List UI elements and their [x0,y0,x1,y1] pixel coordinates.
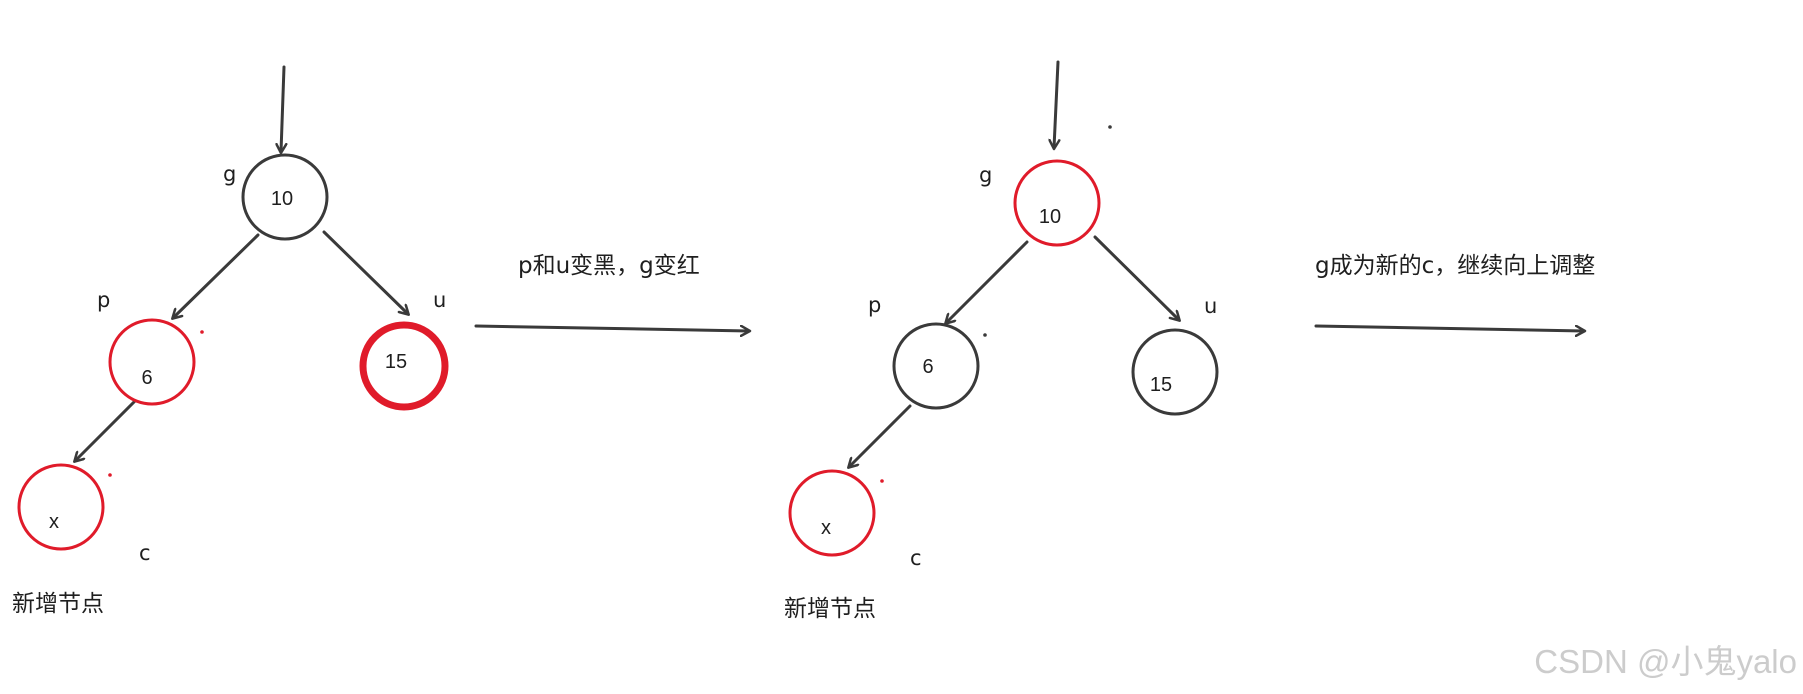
right-node-c [788,469,876,557]
left-red-dot-c [108,473,112,477]
right-node-g [1013,159,1101,247]
left-tag-c: c [139,541,151,565]
left-tag-p: p [97,288,110,312]
left-tag-u: u [433,288,446,312]
transition-1: p和u变黑，g变红 [474,253,749,331]
right-node-g-value: 10 [1039,206,1061,228]
right-node-c-value: x [821,517,831,539]
transition-1-label: p和u变黑，g变红 [518,253,700,279]
left-caption: 新增节点 [12,591,104,617]
right-edge-g-p [946,240,1029,323]
right-dot-p [983,333,987,337]
left-node-u-value: 15 [385,351,407,373]
left-tree: 10 6 15 x g p u c 新增节点 [12,65,449,617]
left-node-c-value: x [49,511,59,533]
left-edge-g-p [173,233,260,318]
right-tag-g: g [979,163,992,187]
right-node-u-value: 15 [1150,374,1172,396]
left-node-p-value: 6 [141,367,152,389]
transition-2: g成为新的c，继续向上调整 [1314,253,1595,331]
right-tree: 10 6 15 x g p u c 新增节点 [784,60,1219,622]
right-edge-g-u [1093,235,1179,320]
right-caption: 新增节点 [784,596,876,622]
left-node-g-value: 10 [271,188,293,210]
right-tag-u: u [1204,294,1217,318]
transition-1-arrow [474,324,749,331]
left-node-c [17,463,105,551]
left-edge-g-u [322,230,408,314]
left-node-g [241,153,329,241]
right-node-p-value: 6 [922,356,933,378]
right-node-p [892,322,980,410]
right-red-dot-c [880,479,884,483]
right-tag-p: p [868,293,881,317]
left-red-dot-p [200,330,204,334]
left-node-p [108,318,196,406]
right-incoming-arrow [1054,60,1058,148]
left-node-u [359,321,449,411]
left-tag-g: g [223,162,236,186]
right-node-u [1131,328,1219,416]
right-dot-top [1108,125,1112,129]
transition-2-label: g成为新的c，继续向上调整 [1315,253,1595,279]
left-edge-p-c [75,398,138,461]
right-edge-p-c [849,404,912,467]
left-incoming-arrow [281,65,284,152]
right-tag-c: c [910,546,922,570]
transition-2-arrow [1314,324,1584,331]
watermark: CSDN @小鬼yalo [1534,643,1797,680]
